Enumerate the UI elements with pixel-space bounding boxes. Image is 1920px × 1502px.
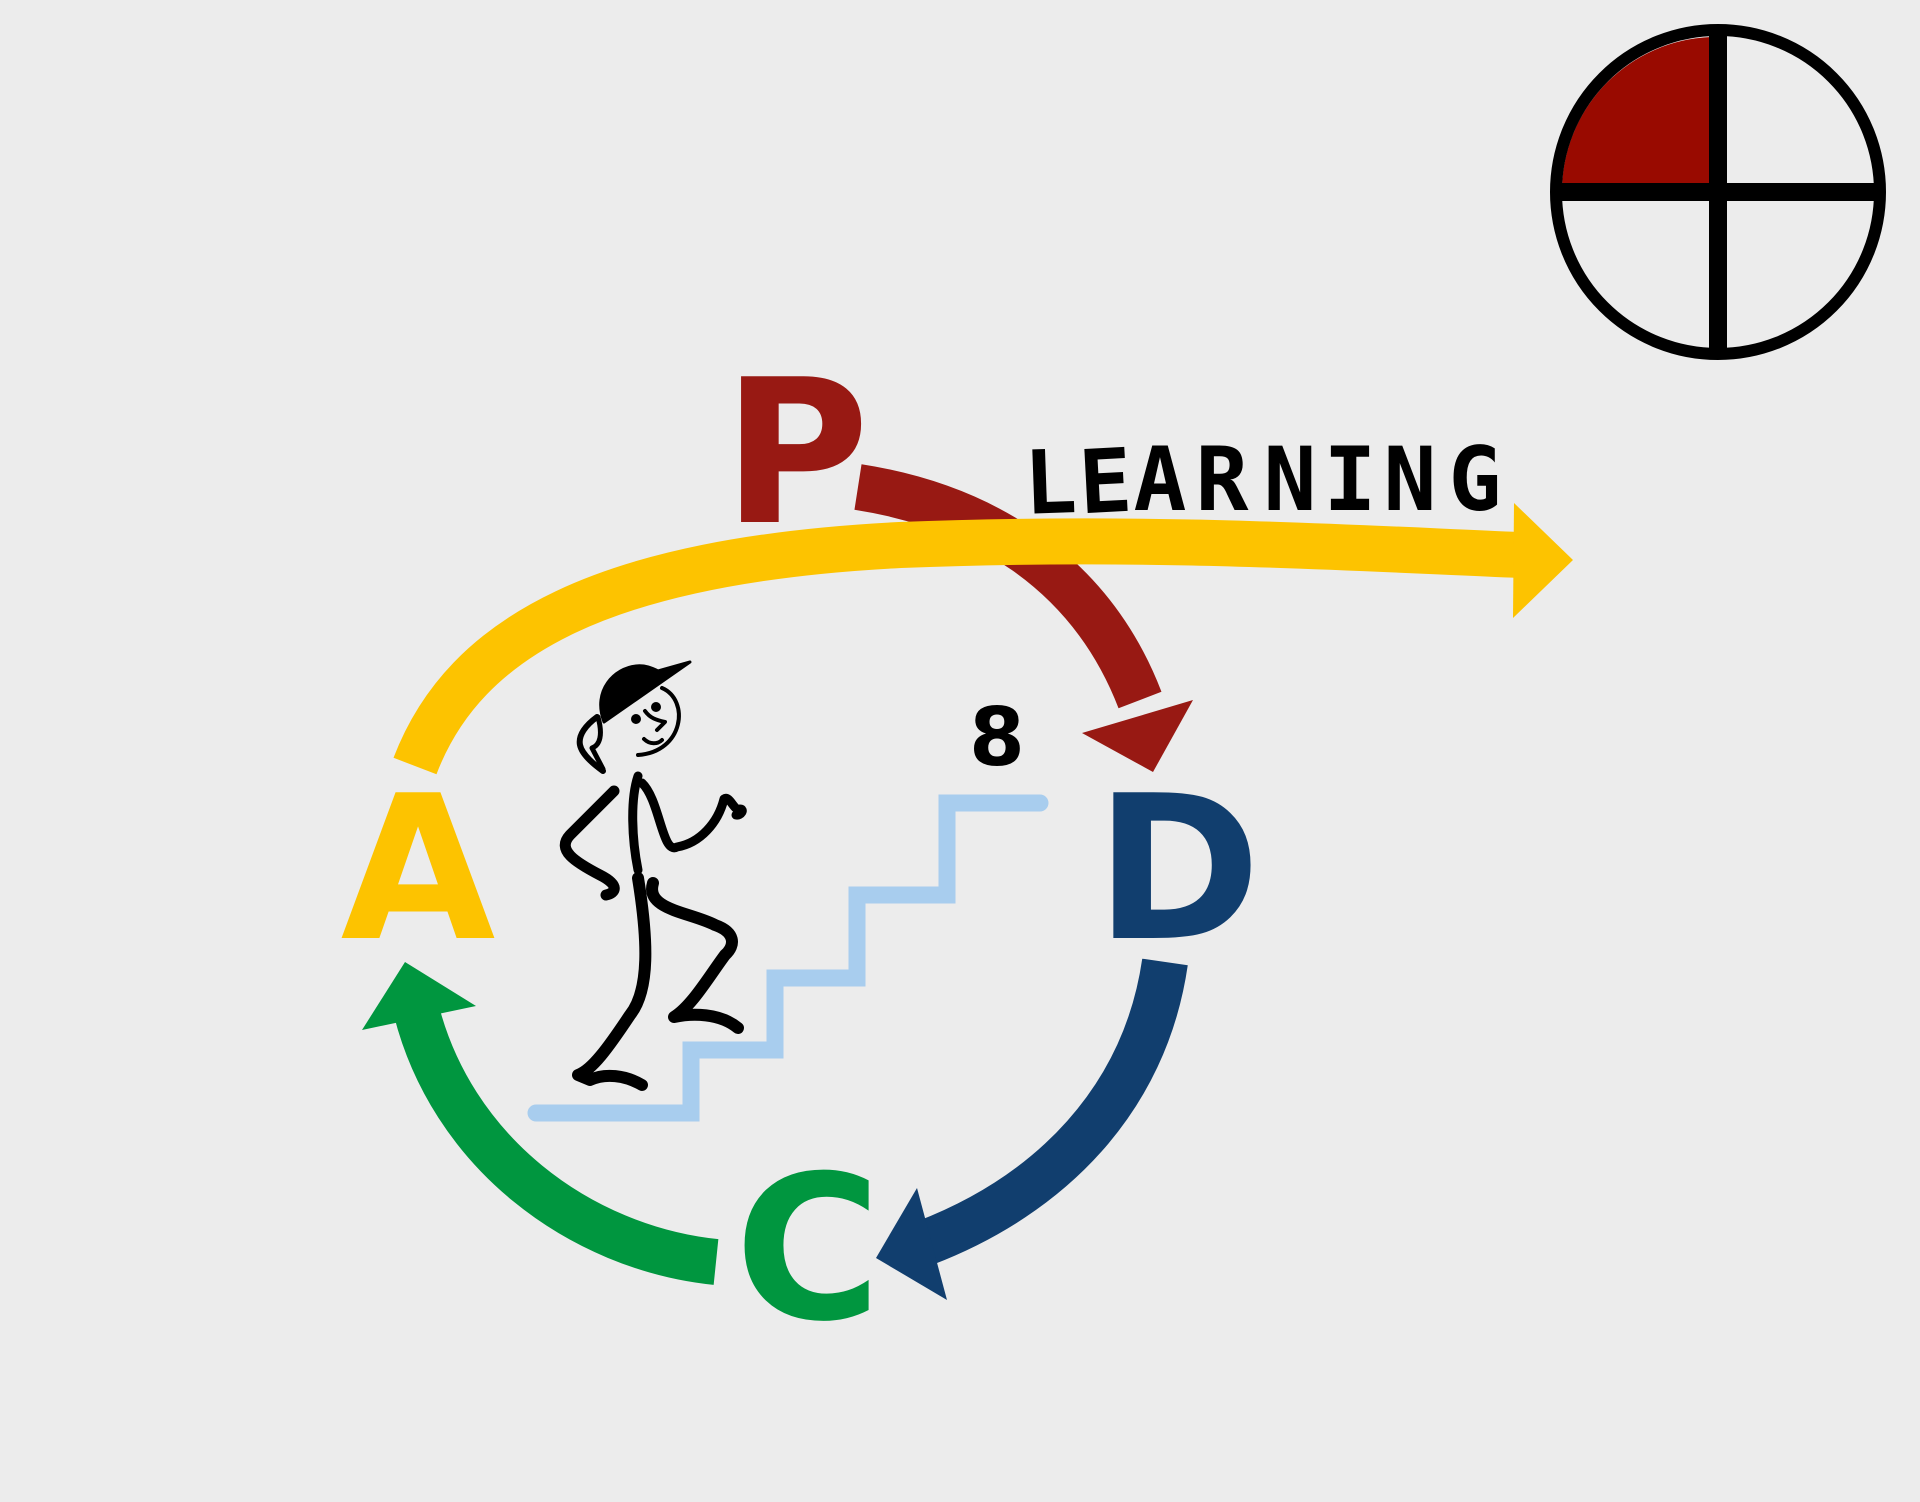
step-number: 8: [969, 691, 1025, 784]
learning-letter: L: [1022, 430, 1079, 535]
learning-letter: I: [1324, 428, 1377, 531]
learning-letter: A: [1134, 428, 1187, 531]
do-to-check-arrow: [876, 958, 1188, 1300]
learning-letter: G: [1449, 428, 1502, 531]
staircase: [527, 794, 1049, 1122]
learning-label: L E A R N I N G: [1022, 428, 1502, 535]
learning-letter: N: [1384, 428, 1437, 531]
cycle-letter-d: D: [1095, 753, 1261, 986]
check-to-act-arrow: [362, 962, 719, 1285]
cycle-letter-c: C: [735, 1133, 882, 1366]
stick-figure-icon: [559, 660, 747, 1091]
plan-quadrant-fill: [1562, 37, 1711, 186]
learning-letter: R: [1196, 428, 1249, 531]
act-to-learning-arrow: [393, 503, 1573, 775]
learning-letter: E: [1076, 429, 1134, 535]
cycle-letter-a: A: [341, 753, 496, 986]
cycle-letter-p: P: [723, 337, 870, 570]
learning-letter: N: [1264, 428, 1317, 531]
pdca-quadrant-indicator-icon: [1550, 24, 1886, 360]
